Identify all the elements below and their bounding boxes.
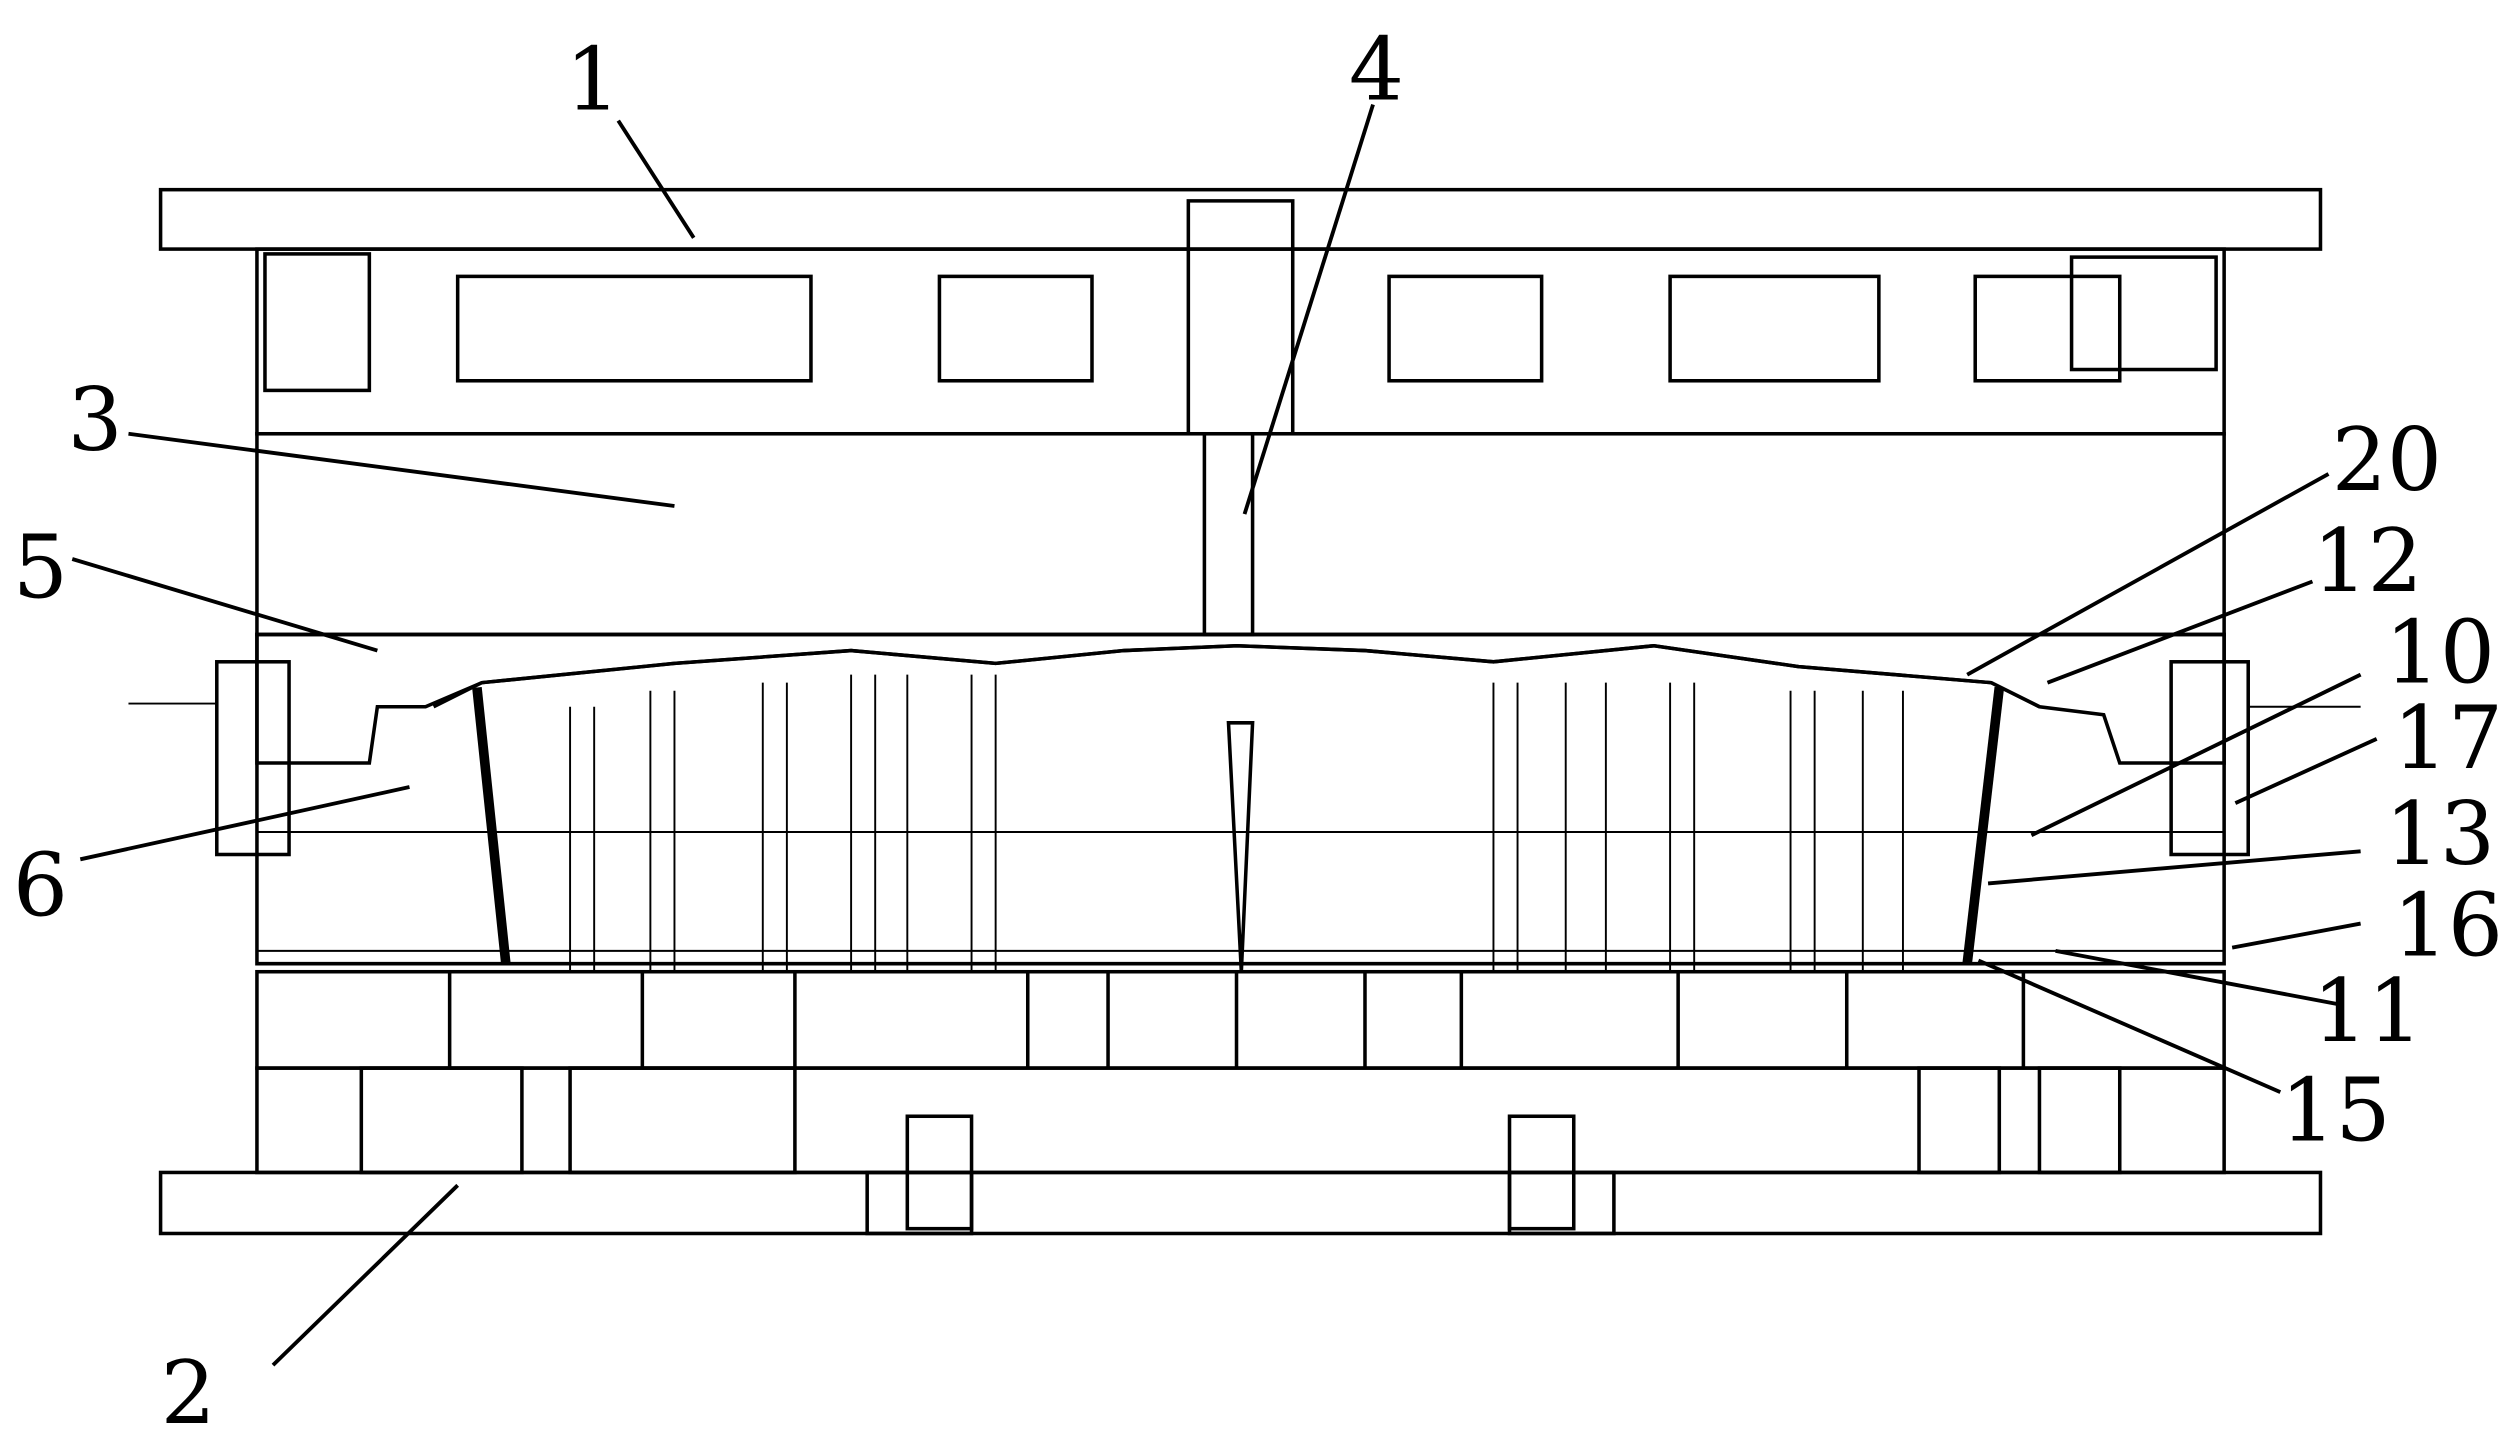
leader-lines <box>71 103 2378 1367</box>
sprue-needle <box>1226 721 1255 972</box>
callout-4: 4 <box>1349 21 1404 121</box>
callout-2: 2 <box>161 1344 216 1436</box>
callout-5: 5 <box>13 519 68 619</box>
upper-die-lower-face <box>255 632 2226 765</box>
spacer-zone <box>255 969 2226 1070</box>
ejector-base-plate <box>255 1066 2226 1175</box>
top-clamp-plate <box>158 187 2323 251</box>
left-slanted-insert <box>472 686 511 965</box>
callout-3: 3 <box>67 371 122 471</box>
callout-1: 1 <box>565 30 620 130</box>
bottom-clamp-plate <box>158 1170 2323 1236</box>
product-sheet <box>432 643 2041 709</box>
callout-13: 13 <box>2385 785 2495 885</box>
ejector-pins <box>256 674 2225 972</box>
core-block <box>255 632 2226 966</box>
callout-20: 20 <box>2332 411 2442 511</box>
right-slanted-insert <box>1962 686 2005 965</box>
sprue-nozzle <box>1186 199 1295 637</box>
spacer-blocks <box>447 971 2026 1069</box>
base-pockets <box>359 1066 2122 1231</box>
callout-11: 11 <box>2312 962 2422 1062</box>
callout-15: 15 <box>2280 1061 2390 1161</box>
callout-16: 16 <box>2393 877 2503 977</box>
right-side-block <box>2169 660 2250 857</box>
upper-pockets <box>263 252 2218 393</box>
callout-6: 6 <box>13 837 68 937</box>
cavity-plate <box>255 431 2226 637</box>
callout-12: 12 <box>2312 512 2422 612</box>
callout-10: 10 <box>2385 604 2495 704</box>
left-side-block <box>215 660 291 857</box>
callout-17: 17 <box>2393 689 2503 789</box>
